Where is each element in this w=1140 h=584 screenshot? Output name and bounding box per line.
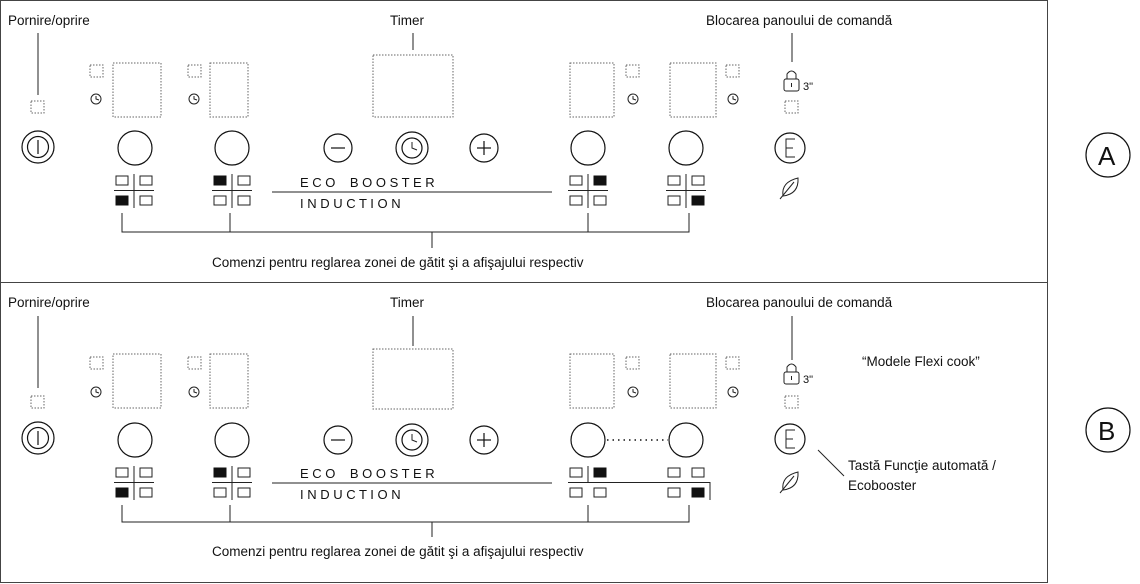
panel-a-induction: I N D U C T I O N [300,196,401,211]
panel-b-flexi-label: “Modele Flexi cook” [862,354,980,369]
clock-icon [188,93,200,105]
panel-b-zone-indicator-1 [114,466,154,500]
panel-b-induction: I N D U C T I O N [300,487,401,502]
clock-icon [90,386,102,398]
panel-b-zone-indicator-2 [212,466,252,500]
panel-a-zone-indicator-4 [666,174,706,208]
panel-b-frame [0,282,1048,583]
panel-b-plus-button[interactable] [469,425,499,455]
panel-a-minus-button[interactable] [323,133,353,163]
panel-b-eco-booster: E C O B O O S T E R [300,466,435,481]
panel-b-letter: B [1098,416,1115,446]
panel-b: Pornire/oprire Timer Blocarea panoului d… [8,295,1131,559]
panel-b-zone4-knob[interactable] [668,422,704,458]
panel-a-eco-booster: E C O B O O S T E R [300,175,435,190]
panel-b-lock-label: Blocarea panoului de comandă [706,295,893,310]
panel-a-zone-indicator-1 [114,174,154,208]
clock-icon [627,386,639,398]
panel-a-power-button[interactable] [21,130,55,164]
panel-a-lock-label: Blocarea panoului de comandă [706,13,893,28]
panel-b-auto-label-2: Ecobooster [848,478,917,493]
clock-icon [727,386,739,398]
panel-b-lock-time: 3" [803,374,813,386]
panel-a-zones-label: Comenzi pentru reglarea zonei de gătit ş… [212,255,584,270]
panel-b-timer-button[interactable] [395,423,429,457]
panel-a-lock-time: 3" [803,81,813,93]
panel-a: Pornire/oprire Timer Blocarea panoului d… [8,13,1131,270]
clock-icon [727,93,739,105]
panel-b-power-label: Pornire/oprire [8,295,90,310]
panel-b-zone2-knob[interactable] [214,422,250,458]
panel-a-zone2-knob[interactable] [214,130,250,166]
panel-b-zone3-knob[interactable] [570,422,606,458]
padlock-icon [783,363,800,385]
panel-a-zone-indicator-2 [212,174,252,208]
clock-icon [627,93,639,105]
panel-b-timer-label: Timer [390,295,424,310]
padlock-icon [783,70,800,92]
panel-b-zones-label: Comenzi pentru reglarea zonei de gătit ş… [212,544,584,559]
clock-icon [188,386,200,398]
panel-b-zone1-knob[interactable] [117,422,153,458]
panel-a-timer-button[interactable] [395,131,429,165]
panel-b-minus-button[interactable] [323,425,353,455]
panel-a-zone-indicator-3 [568,174,608,208]
panel-a-plus-button[interactable] [469,133,499,163]
leaf-icon [779,177,799,200]
panel-a-zone1-knob[interactable] [117,130,153,166]
panel-b-auto-label-1: Tastă Funcţie automată / [848,458,996,473]
panel-b-zone-indicator-flexi [568,466,711,500]
panel-a-zone3-knob[interactable] [570,130,606,166]
leaf-icon [779,471,799,494]
panel-a-auto-function-button[interactable] [774,132,806,164]
panel-a-power-label: Pornire/oprire [8,13,90,28]
panel-b-auto-function-button[interactable] [774,423,806,455]
panel-a-frame [0,0,1048,283]
clock-icon [90,93,102,105]
panel-a-timer-label: Timer [390,13,424,28]
panel-a-zone4-knob[interactable] [668,130,704,166]
panel-b-power-button[interactable] [21,421,55,455]
panel-a-letter: A [1098,141,1116,171]
